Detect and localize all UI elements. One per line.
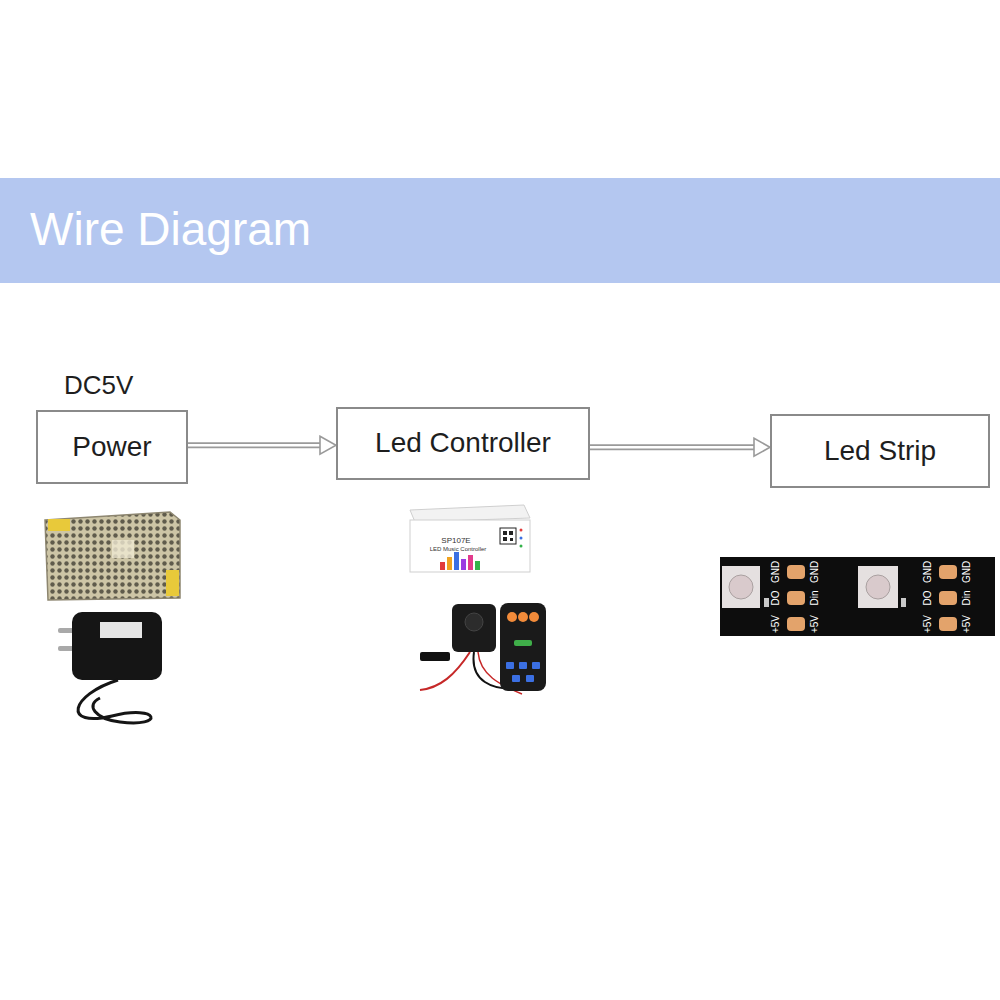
pin-label: GND bbox=[810, 561, 820, 583]
block-box: DC5VPower bbox=[36, 410, 188, 484]
pin-label: GND bbox=[771, 561, 781, 583]
voltage-heading: DC5V bbox=[64, 371, 133, 400]
pin-label: Din bbox=[810, 590, 820, 605]
wall-adapter bbox=[58, 612, 162, 723]
flow-arrow bbox=[188, 436, 336, 454]
box-label: Power bbox=[72, 432, 151, 463]
pin-label: +5V bbox=[962, 615, 972, 633]
block-box: Led Strip bbox=[770, 414, 990, 488]
title-band: Wire Diagram bbox=[0, 178, 1000, 283]
box-label: Led Controller bbox=[375, 428, 551, 459]
pin-label: GND bbox=[962, 561, 972, 583]
pin-label: Din bbox=[962, 590, 972, 605]
model-label: SP107E bbox=[441, 537, 470, 545]
flow-arrow bbox=[590, 438, 770, 456]
arrow-head bbox=[754, 438, 770, 456]
arrow-head bbox=[320, 436, 336, 454]
pin-label: GND bbox=[923, 561, 933, 583]
block-box: Led Controller bbox=[336, 407, 590, 480]
controller-unit bbox=[410, 505, 530, 572]
pin-label: +5V bbox=[771, 615, 781, 633]
arrow-shaft-inner bbox=[188, 444, 320, 447]
pin-label: +5V bbox=[923, 615, 933, 633]
product-label: LED Music Controller bbox=[430, 546, 487, 552]
power-supply-unit bbox=[45, 512, 180, 600]
pin-label: DO bbox=[923, 591, 933, 606]
pin-label: +5V bbox=[810, 615, 820, 633]
arrow-shaft bbox=[590, 444, 754, 450]
page-title: Wire Diagram bbox=[30, 206, 311, 252]
box-label: Led Strip bbox=[824, 436, 936, 467]
pin-label: DO bbox=[771, 591, 781, 606]
remote-control bbox=[500, 603, 546, 691]
led-strip-photo bbox=[720, 557, 995, 636]
arrow-shaft bbox=[188, 442, 320, 448]
arrow-shaft-inner bbox=[590, 446, 754, 449]
